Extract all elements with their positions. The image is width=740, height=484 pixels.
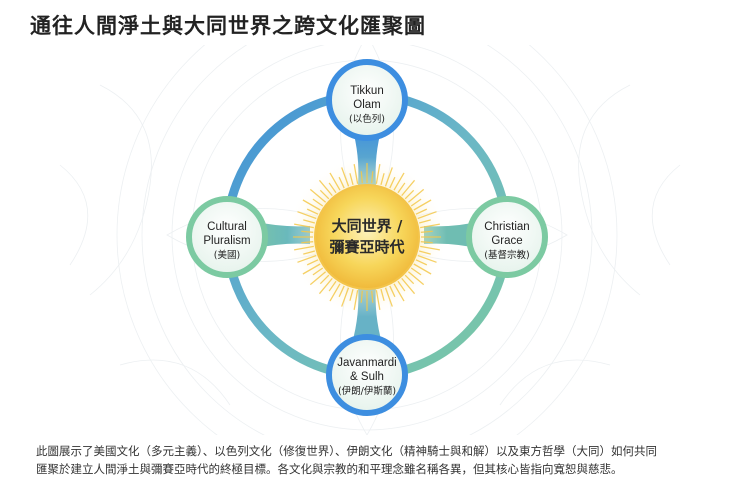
- sun-ray: [420, 245, 440, 251]
- center-label-line1: 大同世界 /: [332, 217, 403, 235]
- sun-ray: [297, 254, 317, 263]
- sun-ray: [384, 287, 393, 307]
- sun-ray: [413, 263, 432, 275]
- sun-ray: [415, 259, 428, 266]
- sun-ray: [353, 164, 359, 184]
- node-christian-grace: Christian Grace (基督宗教): [466, 196, 548, 278]
- caption-line1: 此圖展示了美國文化（多元主義）、以色列文化（修復世界）、伊朗文化（精神騎士與和解…: [36, 444, 657, 458]
- sun-ray: [302, 199, 321, 211]
- sun-ray: [401, 277, 416, 295]
- sun-ray: [303, 219, 316, 224]
- sun-ray: [420, 241, 433, 244]
- node-javanmardi-sulh: Javanmardi & Sulh (伊朗/伊斯蘭): [326, 334, 408, 416]
- convergence-diagram: 大同世界 / 彌賽亞時代 Tikkun Olam (以色列) Christian…: [59, 45, 681, 435]
- sun-ray: [389, 285, 396, 298]
- sun-ray: [319, 274, 330, 285]
- sun-ray: [329, 172, 341, 191]
- sun-ray: [380, 173, 385, 186]
- sun-ray: [318, 277, 333, 295]
- sun-ray: [318, 179, 333, 197]
- sun-ray: [407, 271, 425, 286]
- center-label-line2: 彌賽亞時代: [329, 238, 404, 256]
- sun-ray: [360, 290, 363, 303]
- sun-ray: [338, 176, 345, 189]
- sun-ray: [380, 288, 385, 301]
- sun-ray: [349, 173, 354, 186]
- sun-ray: [341, 167, 350, 187]
- sun-ray: [349, 288, 354, 301]
- sun-ray: [338, 285, 345, 298]
- sun-ray: [393, 172, 405, 191]
- sun-ray: [306, 208, 319, 215]
- sun-ray: [404, 189, 415, 200]
- sun-ray: [328, 182, 337, 194]
- sun-ray: [341, 287, 350, 307]
- node-top-sub: (以色列): [349, 113, 385, 125]
- node-right-sub: (基督宗教): [484, 249, 529, 261]
- sun-ray: [301, 230, 314, 233]
- sun-ray: [371, 171, 374, 184]
- sun-ray: [302, 263, 321, 275]
- node-top-line2: Olam: [353, 99, 380, 111]
- sun-ray: [389, 176, 396, 189]
- sun-ray: [360, 171, 363, 184]
- sun-ray: [306, 259, 319, 266]
- node-right-line1: Christian: [484, 221, 529, 233]
- sun-ray: [328, 280, 337, 292]
- sun-ray: [397, 280, 406, 292]
- sun-ray: [297, 211, 317, 220]
- sun-ray: [420, 230, 433, 233]
- sun-ray: [401, 179, 416, 197]
- node-bottom-line2: & Sulh: [350, 371, 384, 383]
- node-top-line1: Tikkun: [350, 85, 383, 97]
- node-tikkun-olam: Tikkun Olam (以色列): [326, 59, 408, 141]
- sun-ray: [294, 245, 314, 251]
- sun-ray: [397, 182, 406, 194]
- sun-ray: [312, 198, 324, 207]
- sun-ray: [294, 223, 314, 229]
- sun-ray: [393, 283, 405, 302]
- caption-line2: 匯聚於建立人間淨土與彌賽亞時代的終極目標。各文化與宗教的和平理念雖名稱各異，但其…: [36, 462, 623, 476]
- sun-ray: [418, 250, 431, 255]
- sun-ray: [301, 241, 314, 244]
- sun-ray: [410, 198, 422, 207]
- page-title: 通往人間淨土與大同世界之跨文化匯聚圖: [30, 14, 426, 38]
- sun-ray: [329, 283, 341, 302]
- sun-ray: [303, 250, 316, 255]
- sun-ray: [312, 267, 324, 276]
- sun-ray: [417, 254, 437, 263]
- sun-ray: [407, 188, 425, 203]
- node-bottom-line1: Javanmardi: [337, 357, 396, 369]
- sun-ray: [371, 290, 374, 303]
- sun-ray: [413, 199, 432, 211]
- node-left-sub: (美國): [214, 249, 240, 261]
- sun-ray: [420, 223, 440, 229]
- node-left-line2: Pluralism: [203, 235, 250, 247]
- sun-ray: [404, 274, 415, 285]
- node-left-line1: Cultural: [207, 221, 247, 233]
- sun-ray: [375, 164, 381, 184]
- sun-ray: [417, 211, 437, 220]
- sun-ray: [410, 267, 422, 276]
- node-bottom-sub: (伊朗/伊斯蘭): [338, 385, 396, 397]
- sun-ray: [309, 188, 327, 203]
- sun-ray: [375, 290, 381, 310]
- sun-center: 大同世界 / 彌賽亞時代: [287, 157, 447, 317]
- sun-ray: [384, 167, 393, 187]
- sun-ray: [418, 219, 431, 224]
- sun-ray: [353, 290, 359, 310]
- caption: 此圖展示了美國文化（多元主義）、以色列文化（修復世界）、伊朗文化（精神騎士與和解…: [36, 442, 716, 478]
- node-right-line2: Grace: [491, 235, 522, 247]
- sun-ray: [415, 208, 428, 215]
- sun-ray: [309, 271, 327, 286]
- sun-ray: [319, 189, 330, 200]
- node-cultural-pluralism: Cultural Pluralism (美國): [186, 196, 268, 278]
